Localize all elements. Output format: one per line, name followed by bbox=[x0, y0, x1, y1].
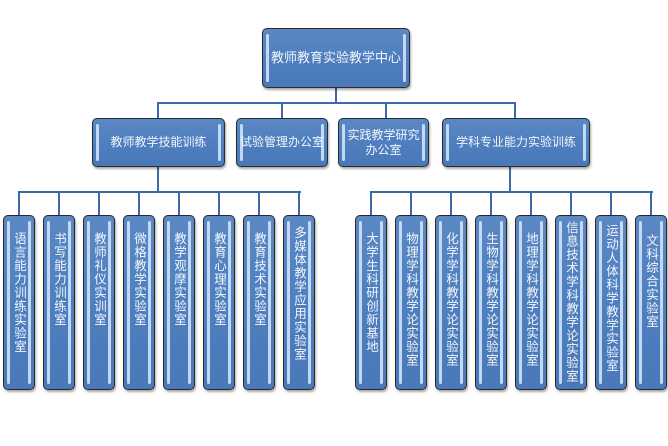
leaf-educational-technology-lab[interactable]: 教育技术实验室 bbox=[243, 215, 275, 390]
connector-leaf-subject-7 bbox=[650, 191, 652, 216]
leaf-label: 教育心理实验室 bbox=[212, 232, 227, 327]
root-node[interactable]: 教师教育实验教学中心 bbox=[262, 28, 410, 88]
connector-leaf-skills-0 bbox=[18, 191, 20, 216]
leaf-label: 书写能力训练室 bbox=[52, 232, 67, 327]
leaf-biology-pedagogy-lab[interactable]: 生物学科教学论实验室 bbox=[475, 215, 507, 390]
connector-subject-down bbox=[509, 167, 511, 192]
leaf-label: 教师礼仪实训室 bbox=[92, 232, 107, 327]
leaf-label: 信息技术学科教学论实验室 bbox=[564, 221, 579, 383]
leaf-language-ability-lab[interactable]: 语言能力训练实验室 bbox=[3, 215, 35, 390]
connector-leaf-skills-3 bbox=[138, 191, 140, 216]
leaf-teaching-observation-lab[interactable]: 教学观摩实验室 bbox=[163, 215, 195, 390]
connector-leaf-subject-0 bbox=[370, 191, 372, 216]
connector-leaf-subject-3 bbox=[490, 191, 492, 216]
connector-to-skills bbox=[157, 102, 159, 119]
leaf-label: 教学观摩实验室 bbox=[172, 232, 187, 327]
leaf-label: 化学学科教学论实验室 bbox=[444, 232, 459, 367]
node-teaching-skills-training[interactable]: 教师教学技能训练 bbox=[92, 118, 225, 167]
connector-leaf-skills-2 bbox=[98, 191, 100, 216]
leaf-label: 微格教学实验室 bbox=[132, 232, 147, 327]
leaf-label: 地理学科教学论实验室 bbox=[524, 232, 539, 367]
connector-level2-bar bbox=[157, 102, 515, 104]
node-subject-ability-training[interactable]: 学科专业能力实验训练 bbox=[442, 118, 590, 167]
node-label: 实践教学研究办公室 bbox=[347, 127, 420, 157]
connector-subject-bar bbox=[371, 191, 653, 193]
node-experiment-management-office[interactable]: 试验管理办公室 bbox=[236, 118, 328, 167]
leaf-label: 教育技术实验室 bbox=[252, 232, 267, 327]
connector-leaf-subject-1 bbox=[410, 191, 412, 216]
connector-to-research bbox=[385, 102, 387, 119]
node-label: 试验管理办公室 bbox=[239, 135, 324, 149]
leaf-label: 文科综合实验室 bbox=[644, 234, 659, 329]
leaf-label: 语言能力训练实验室 bbox=[12, 232, 27, 354]
connector-leaf-skills-1 bbox=[58, 191, 60, 216]
leaf-chemistry-pedagogy-lab[interactable]: 化学学科教学论实验室 bbox=[435, 215, 467, 390]
connector-leaf-subject-4 bbox=[530, 191, 532, 216]
connector-to-subject bbox=[514, 102, 516, 119]
connector-leaf-subject-2 bbox=[450, 191, 452, 216]
leaf-it-pedagogy-lab[interactable]: 信息技术学科教学论实验室 bbox=[555, 215, 587, 390]
leaf-label: 运动人体科学教学实验室 bbox=[604, 224, 619, 373]
leaf-microteaching-lab[interactable]: 微格教学实验室 bbox=[123, 215, 155, 390]
leaf-geography-pedagogy-lab[interactable]: 地理学科教学论实验室 bbox=[515, 215, 547, 390]
leaf-student-research-innovation-base[interactable]: 大学生科研创新基地 bbox=[355, 215, 387, 390]
node-label: 学科专业能力实验训练 bbox=[455, 135, 576, 149]
leaf-label: 大学生科研创新基地 bbox=[364, 232, 379, 354]
connector-leaf-skills-4 bbox=[178, 191, 180, 216]
connector-leaf-skills-7 bbox=[298, 191, 300, 216]
node-practice-teaching-research-office[interactable]: 实践教学研究办公室 bbox=[338, 118, 429, 167]
connector-leaf-subject-6 bbox=[610, 191, 612, 216]
connector-root-down bbox=[335, 88, 337, 103]
leaf-writing-ability-room[interactable]: 书写能力训练室 bbox=[43, 215, 75, 390]
leaf-human-kinesiology-lab[interactable]: 运动人体科学教学实验室 bbox=[595, 215, 627, 390]
leaf-liberal-arts-lab[interactable]: 文科综合实验室 bbox=[635, 215, 667, 390]
leaf-physics-pedagogy-lab[interactable]: 物理学科教学论实验室 bbox=[395, 215, 427, 390]
node-label: 教师教学技能训练 bbox=[110, 135, 207, 149]
leaf-teacher-etiquette-room[interactable]: 教师礼仪实训室 bbox=[83, 215, 115, 390]
connector-leaf-skills-6 bbox=[258, 191, 260, 216]
connector-leaf-skills-5 bbox=[218, 191, 220, 216]
leaf-educational-psychology-lab[interactable]: 教育心理实验室 bbox=[203, 215, 235, 390]
connector-skills-bar bbox=[19, 191, 301, 193]
leaf-label: 多媒体教学应用实验室 bbox=[292, 226, 307, 361]
connector-skills-down bbox=[157, 167, 159, 192]
root-label: 教师教育实验教学中心 bbox=[270, 50, 401, 66]
leaf-label: 生物学科教学论实验室 bbox=[484, 232, 499, 367]
leaf-multimedia-teaching-lab[interactable]: 多媒体教学应用实验室 bbox=[283, 215, 315, 390]
connector-to-admin bbox=[281, 102, 283, 119]
leaf-label: 物理学科教学论实验室 bbox=[404, 232, 419, 367]
connector-leaf-subject-5 bbox=[570, 191, 572, 216]
